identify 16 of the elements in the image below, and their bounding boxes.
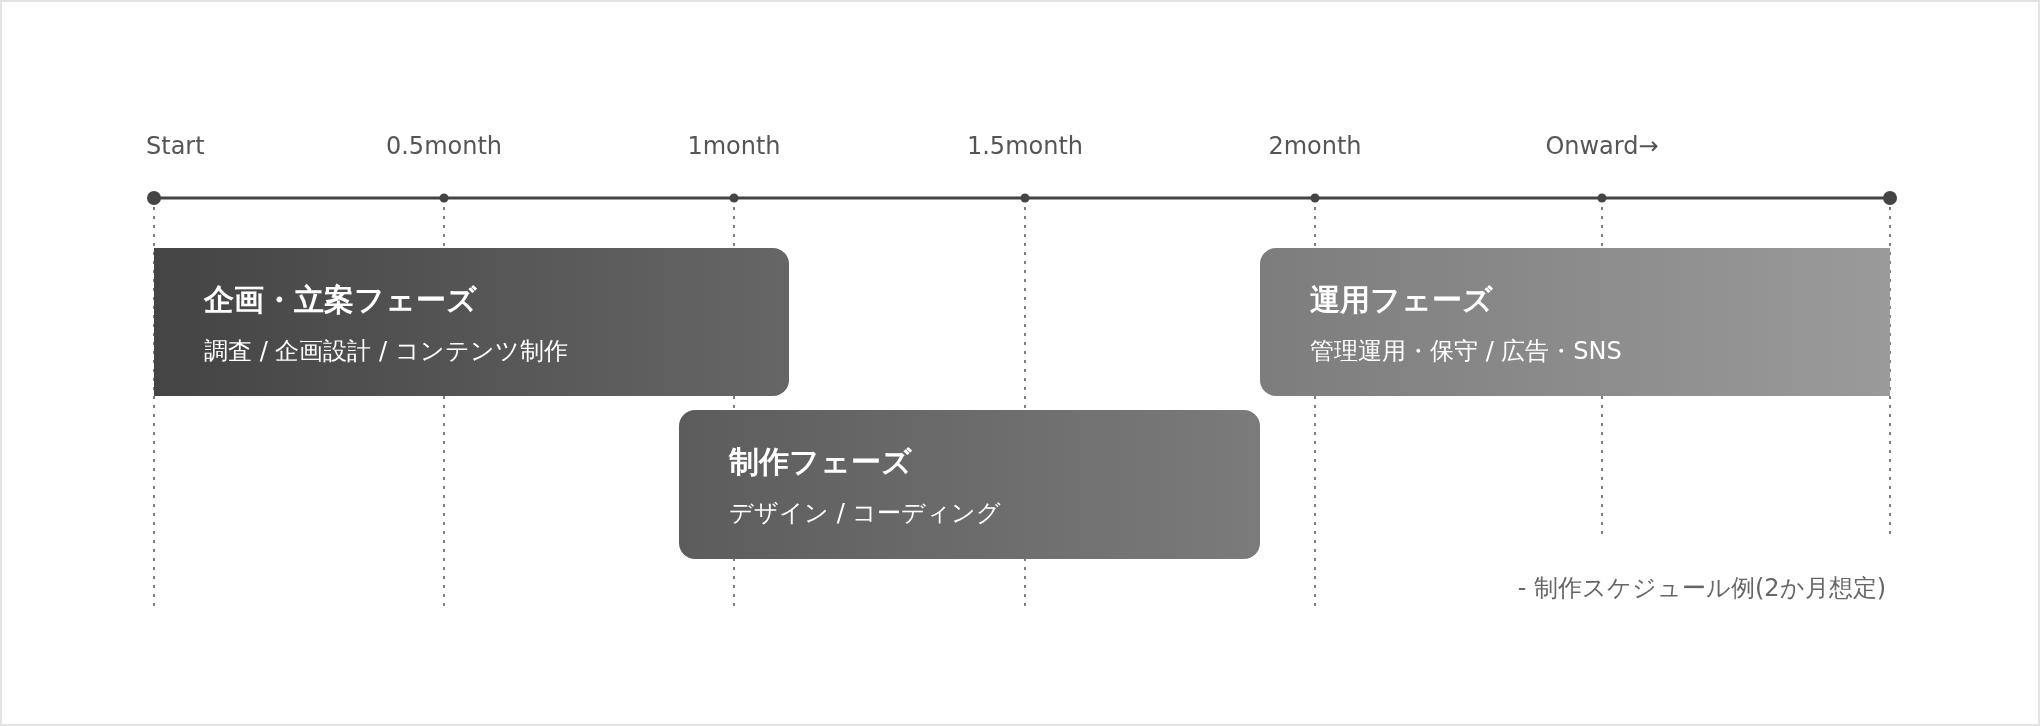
time-label: 1month <box>687 132 781 160</box>
time-label: 2month <box>1268 132 1362 160</box>
phase-tasks: 調査 / 企画設計 / コンテンツ制作 <box>204 336 568 367</box>
time-label: 0.5month <box>385 132 503 160</box>
phase-title: 制作フェーズ <box>729 443 912 481</box>
time-label: Start <box>146 132 205 160</box>
caption: - 制作スケジュール例(2か月想定) <box>1517 573 1886 604</box>
phase-bar <box>1260 248 1890 396</box>
phase-bar <box>154 248 789 396</box>
phase-bar <box>679 410 1260 559</box>
time-label: 1.5month <box>966 132 1084 160</box>
phase-tasks: デザイン / コーディング <box>729 498 1002 529</box>
phase-title: 運用フェーズ <box>1310 281 1493 319</box>
time-label: Onward→ <box>1545 132 1659 160</box>
phase-title: 企画・立案フェーズ <box>204 281 477 319</box>
phase-tasks: 管理運用・保守 / 広告・SNS <box>1310 336 1622 367</box>
